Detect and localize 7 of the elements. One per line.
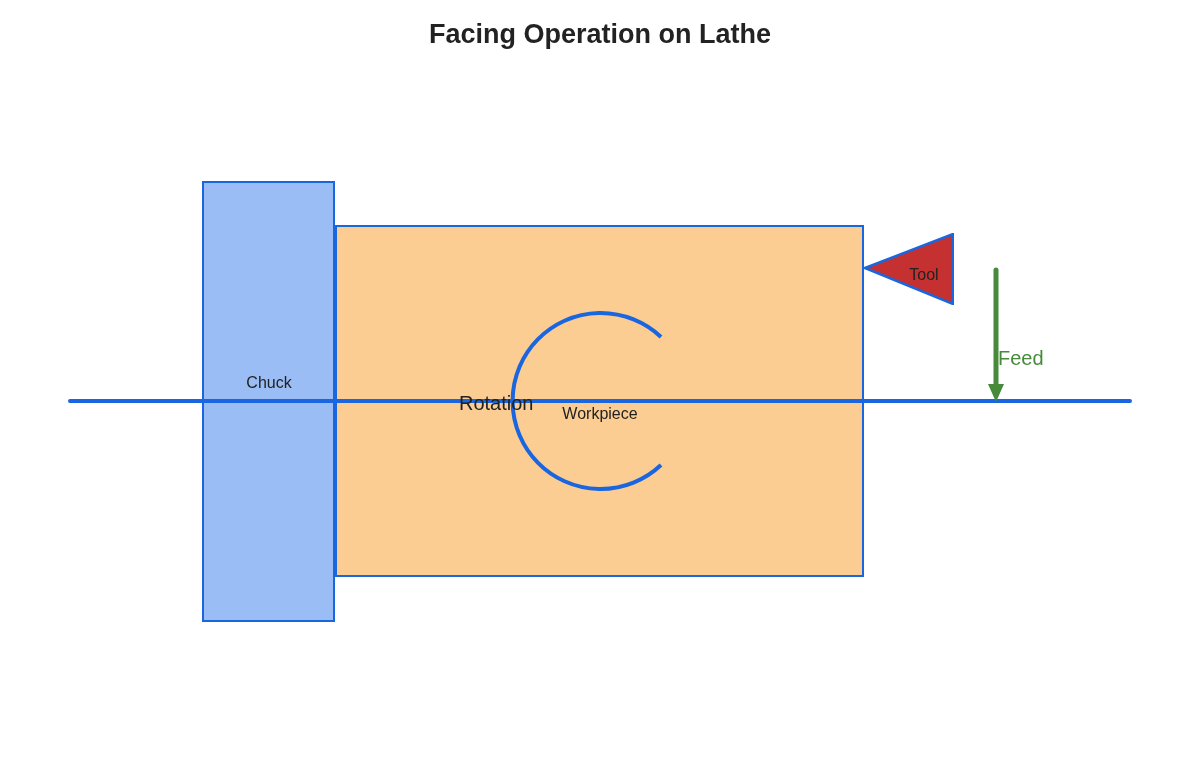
workpiece-block xyxy=(335,225,864,577)
diagram-title: Facing Operation on Lathe xyxy=(429,18,771,51)
node-label: Workpiece xyxy=(562,404,638,424)
chuck-block xyxy=(202,181,335,622)
node-label: Tool xyxy=(909,265,939,285)
node-label: Chuck xyxy=(246,373,292,393)
feed-label: Feed xyxy=(998,346,1044,371)
